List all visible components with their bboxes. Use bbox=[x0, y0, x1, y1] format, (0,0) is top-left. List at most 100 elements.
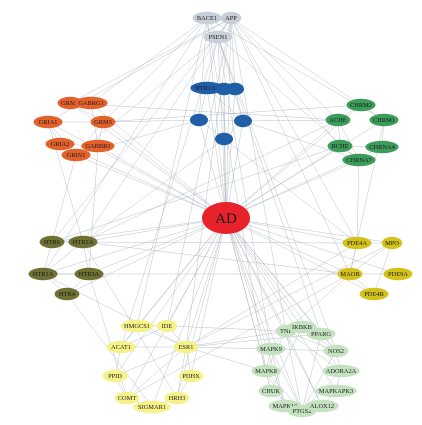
node-chuk[interactable]: CHUK bbox=[258, 384, 284, 398]
node-pde4b[interactable]: PDE4B bbox=[359, 287, 389, 301]
edge-PPARG-PTGS2 bbox=[301, 333, 322, 412]
node-label: PSEN1 bbox=[209, 34, 228, 41]
node-hmgcs1[interactable]: HMGCS1 bbox=[120, 319, 154, 333]
node-pde9a[interactable]: PDE9A bbox=[383, 267, 413, 281]
edge-APP-IDE bbox=[166, 17, 232, 327]
node-grin1[interactable]: GRIN1 bbox=[61, 148, 91, 162]
node-label: PDE4B bbox=[364, 291, 384, 298]
node-comt[interactable]: COMT bbox=[114, 391, 140, 405]
edge-GRM3-AD bbox=[102, 121, 227, 219]
edge-BACE1-HMGCS1 bbox=[136, 17, 208, 327]
edge-ACHE-CHRNA7 bbox=[337, 119, 360, 161]
edge-B5-HTR2A bbox=[82, 138, 225, 243]
edge-BACE1-GABRG1 bbox=[90, 17, 208, 104]
node-pparg[interactable]: PPARG bbox=[306, 327, 336, 341]
node-grm3[interactable]: GRM3 bbox=[90, 115, 116, 129]
node-shape bbox=[305, 399, 339, 413]
node-ad-hub[interactable]: AD bbox=[202, 202, 250, 234]
node-htr3a[interactable]: HTR3A bbox=[74, 267, 104, 281]
node-nos2[interactable]: NOS2 bbox=[323, 344, 349, 358]
node-b3[interactable] bbox=[190, 113, 208, 127]
node-label: CHRNA4 bbox=[369, 144, 395, 151]
node-label: GABBR1 bbox=[85, 143, 110, 150]
node-sigmar1[interactable]: SIGMAR1 bbox=[133, 400, 171, 414]
node-b4[interactable] bbox=[234, 114, 252, 128]
edge-ESR1-PPARG bbox=[185, 333, 322, 348]
node-htr1a[interactable]: HTR1A bbox=[28, 267, 58, 281]
node-shape bbox=[102, 369, 128, 383]
node-ide[interactable]: IDE bbox=[156, 319, 178, 333]
node-alox12[interactable]: ALOX12 bbox=[305, 399, 339, 413]
edge-APP-MAOB bbox=[230, 17, 351, 275]
node-htr2a[interactable]: HTR2A bbox=[68, 235, 98, 249]
node-shape bbox=[164, 391, 190, 405]
node-label: GRIA2 bbox=[51, 141, 70, 148]
node-gabbr1[interactable]: GABBR1 bbox=[81, 139, 115, 153]
edge-NOS2-PTGS2 bbox=[301, 350, 337, 412]
node-shape bbox=[251, 364, 281, 378]
node-mapk9[interactable]: MAPK9 bbox=[256, 342, 286, 356]
node-shape bbox=[346, 98, 376, 112]
node-gria1[interactable]: GRIA1 bbox=[33, 115, 63, 129]
node-chrm2[interactable]: CHRM2 bbox=[346, 98, 376, 112]
node-hrh3[interactable]: HRH3 bbox=[164, 391, 190, 405]
edge-IDE-TNF bbox=[166, 325, 287, 332]
edge-APP-B2 bbox=[230, 17, 236, 90]
node-htr6[interactable]: HTR6 bbox=[39, 235, 65, 249]
node-label: ADORA2A bbox=[326, 368, 357, 375]
edge-CHRNA7-AD bbox=[225, 159, 360, 219]
node-chrna7[interactable]: CHRNA7 bbox=[342, 153, 376, 167]
node-shape bbox=[190, 113, 208, 127]
edge-B4-CHRNA7 bbox=[242, 120, 360, 161]
node-mapk8[interactable]: MAPK8 bbox=[251, 364, 281, 378]
node-pde4a[interactable]: PDE4A bbox=[342, 236, 372, 250]
node-shape bbox=[220, 11, 242, 25]
node-b6[interactable] bbox=[215, 82, 233, 96]
edge-HRH3-AD bbox=[176, 217, 227, 399]
node-mpo[interactable]: MPO bbox=[381, 236, 403, 250]
node-chrna4[interactable]: CHRNA4 bbox=[365, 140, 399, 154]
node-label: MAPK10 bbox=[273, 403, 298, 410]
node-label: MAPKAPK3 bbox=[319, 388, 353, 395]
edge-TNF-AD bbox=[225, 217, 287, 332]
node-shape bbox=[114, 391, 140, 405]
node-b5[interactable] bbox=[215, 132, 233, 146]
node-shape bbox=[192, 11, 222, 25]
node-bche[interactable]: BCHE bbox=[327, 139, 353, 153]
node-gabrg1[interactable]: GABRG1 bbox=[74, 96, 108, 110]
edge-HTR1A-ESR1 bbox=[42, 273, 187, 348]
edge-BACE1-HTR1A bbox=[42, 17, 208, 275]
edge-ACHE-AD bbox=[225, 119, 339, 219]
node-ikbkb[interactable]: IKBKB bbox=[287, 320, 317, 334]
node-ppid[interactable]: PPID bbox=[102, 369, 128, 383]
node-shape bbox=[342, 153, 376, 167]
node-psen1[interactable]: PSEN1 bbox=[203, 30, 233, 44]
node-shape bbox=[359, 287, 389, 301]
node-bace1[interactable]: BACE1 bbox=[192, 11, 222, 25]
node-ache[interactable]: ACHE bbox=[325, 113, 351, 127]
node-acat1[interactable]: ACAT1 bbox=[106, 340, 136, 354]
node-shape bbox=[287, 320, 317, 334]
node-label: GRIA1 bbox=[39, 119, 58, 126]
node-adora2a[interactable]: ADORA2A bbox=[322, 364, 360, 378]
node-pdhx[interactable]: PDHX bbox=[178, 369, 204, 383]
node-grm2[interactable]: GRM2 bbox=[57, 96, 83, 110]
node-esr1[interactable]: ESR1 bbox=[173, 340, 199, 354]
node-mapkapk3[interactable]: MAPKAPK3 bbox=[315, 384, 357, 398]
node-label: PDE9A bbox=[388, 271, 408, 278]
node-shape bbox=[74, 267, 104, 281]
node-htr1a_top[interactable]: HTR1A1 bbox=[190, 81, 224, 95]
edge-ALOX12-AD bbox=[225, 217, 323, 407]
node-label: HMGCS1 bbox=[124, 323, 150, 330]
node-label: HTR4 bbox=[59, 291, 76, 298]
node-maob[interactable]: MAOB bbox=[337, 267, 363, 281]
node-htr4[interactable]: HTR4 bbox=[54, 287, 80, 301]
node-app[interactable]: APP bbox=[220, 11, 242, 25]
edge-COMT-AD bbox=[126, 217, 227, 399]
edge-GRIA1-AD bbox=[47, 121, 227, 219]
node-shape bbox=[342, 236, 372, 250]
node-chrm1[interactable]: CHRM1 bbox=[369, 113, 399, 127]
node-gria2[interactable]: GRIA2 bbox=[45, 137, 75, 151]
node-shape bbox=[203, 30, 233, 44]
edge-MAPK9-AD bbox=[225, 217, 272, 350]
